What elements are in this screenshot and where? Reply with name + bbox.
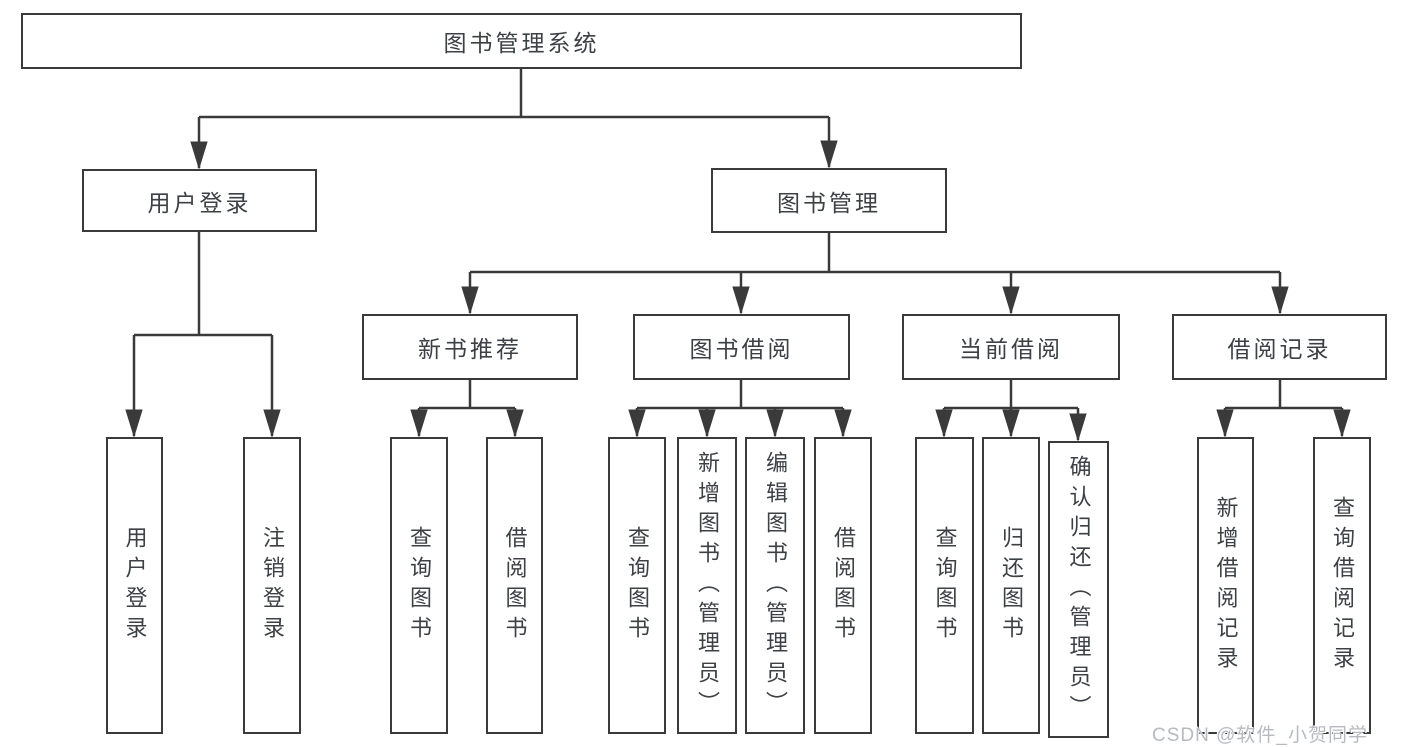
node-label: 新书推荐 — [418, 336, 522, 362]
node-book-management: 图书管理 — [711, 168, 947, 233]
node-leaf-query-books-3: 查询图书 — [915, 437, 974, 734]
node-label: 新增借阅记录 — [1213, 495, 1239, 676]
node-new-book-recommend: 新书推荐 — [362, 314, 578, 380]
node-label: 借阅图书 — [502, 525, 528, 646]
node-label: 借阅图书 — [831, 525, 856, 646]
node-leaf-return-book: 归还图书 — [982, 437, 1040, 734]
node-label: 当前借阅 — [959, 336, 1063, 362]
node-label: 用户登录 — [147, 189, 252, 216]
node-label: 注销登录 — [260, 525, 285, 646]
node-book-borrowing: 图书借阅 — [633, 314, 850, 380]
node-root-system: 图书管理系统 — [21, 13, 1022, 69]
node-label: 图书借阅 — [689, 336, 794, 362]
node-borrowing-records: 借阅记录 — [1172, 314, 1387, 380]
node-leaf-logout: 注销登录 — [243, 437, 301, 734]
node-leaf-confirm-return-admin: 确认归还（管理员） — [1048, 441, 1109, 738]
csdn-watermark: CSDN @软件_小贺同学 — [1152, 725, 1368, 746]
node-leaf-query-borrow-record: 查询借阅记录 — [1313, 437, 1371, 734]
node-leaf-borrow-books-2: 借阅图书 — [814, 437, 872, 734]
node-current-borrowing: 当前借阅 — [902, 314, 1120, 380]
node-label: 图书管理系统 — [443, 30, 600, 56]
node-leaf-edit-book-admin: 编辑图书（管理员） — [745, 437, 805, 734]
node-label: 查询图书 — [407, 525, 432, 646]
node-leaf-add-book-admin: 新增图书（管理员） — [677, 437, 737, 734]
node-label: 新增图书（管理员） — [695, 450, 720, 721]
node-label: 查询图书 — [625, 525, 650, 646]
node-leaf-borrow-books-1: 借阅图书 — [486, 437, 543, 734]
node-label: 查询图书 — [932, 525, 958, 646]
node-label: 查询借阅记录 — [1330, 495, 1355, 676]
node-label: 编辑图书（管理员） — [763, 450, 788, 721]
node-leaf-add-borrow-record: 新增借阅记录 — [1197, 437, 1254, 734]
node-label: 图书管理 — [777, 189, 881, 216]
node-leaf-user-login: 用户登录 — [106, 437, 163, 734]
node-label: 用户登录 — [122, 525, 148, 646]
node-label: 确认归还（管理员） — [1066, 454, 1092, 725]
node-label: 归还图书 — [999, 525, 1024, 646]
node-leaf-query-books-2: 查询图书 — [608, 437, 666, 734]
node-leaf-query-books-1: 查询图书 — [390, 437, 448, 734]
node-user-login: 用户登录 — [82, 169, 317, 232]
node-label: 借阅记录 — [1227, 336, 1332, 362]
